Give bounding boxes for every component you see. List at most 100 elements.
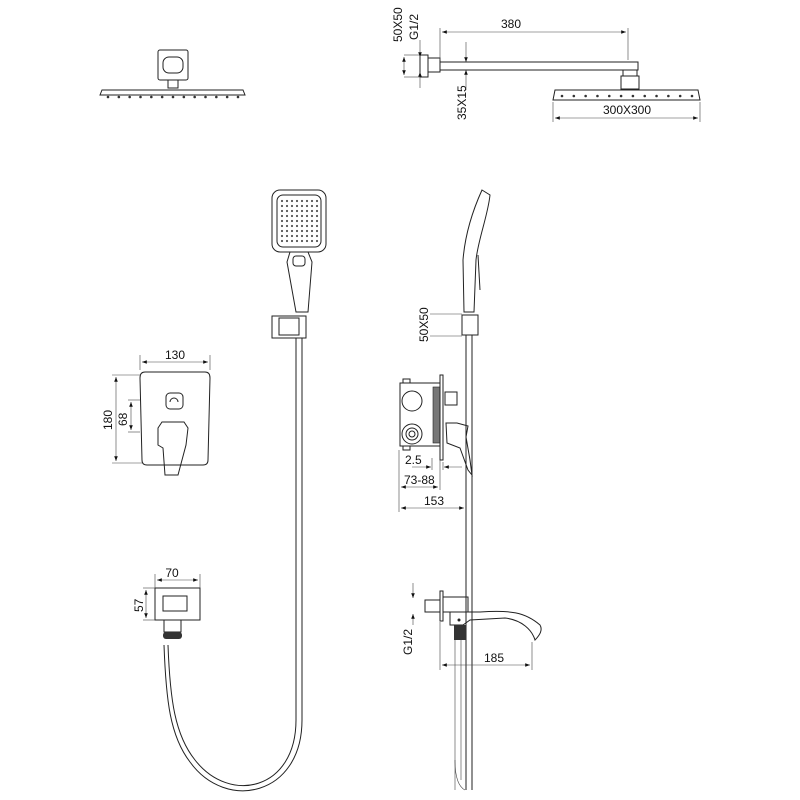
nozzle bbox=[596, 94, 599, 98]
nozzle bbox=[655, 94, 658, 98]
spray-hole bbox=[295, 199, 299, 203]
dim-total-depth: 153 bbox=[424, 494, 444, 508]
spray-hole bbox=[300, 204, 304, 208]
spray-hole bbox=[290, 219, 294, 223]
spray-hole bbox=[280, 214, 284, 218]
spray-hole bbox=[285, 219, 289, 223]
dim-head-size: 300X300 bbox=[603, 103, 651, 117]
spray-hole bbox=[300, 229, 304, 233]
spray-hole bbox=[305, 204, 309, 208]
spray-hole bbox=[290, 224, 294, 228]
spray-hole bbox=[285, 229, 289, 233]
spray-hole bbox=[280, 204, 284, 208]
spray-hole bbox=[315, 204, 319, 208]
nozzle bbox=[160, 95, 164, 99]
spray-hole bbox=[305, 199, 309, 203]
dim-mixer-height: 180 bbox=[101, 410, 115, 430]
dim-holder-size: 50X50 bbox=[417, 307, 431, 342]
spray-hole bbox=[295, 219, 299, 223]
nozzle bbox=[584, 94, 587, 98]
spray-hole bbox=[280, 219, 284, 223]
nozzle bbox=[236, 95, 240, 99]
nozzle bbox=[204, 95, 207, 99]
nozzle bbox=[215, 95, 218, 99]
dim-outlet-width: 70 bbox=[165, 566, 179, 580]
nozzle bbox=[139, 95, 142, 99]
spray-hole bbox=[280, 229, 284, 233]
rain-shower-side-view: 380 300X300 50X50 G1/2 35X15 bbox=[391, 7, 701, 122]
mixer-front-view: 130 180 68 bbox=[101, 348, 211, 476]
spray-hole bbox=[290, 199, 294, 203]
spray-hole bbox=[310, 204, 314, 208]
nozzle bbox=[667, 94, 670, 98]
nozzle bbox=[631, 94, 635, 98]
nozzle bbox=[678, 94, 682, 98]
nozzle bbox=[117, 95, 121, 99]
spray-hole bbox=[295, 204, 299, 208]
rain-shower-front-view bbox=[99, 49, 246, 99]
dim-arm-length: 380 bbox=[501, 17, 521, 31]
nozzle bbox=[193, 95, 196, 99]
spray-hole bbox=[300, 214, 304, 218]
spray-hole bbox=[305, 234, 309, 238]
spray-hole bbox=[280, 239, 284, 243]
spray-hole bbox=[310, 214, 314, 218]
spray-hole bbox=[305, 209, 309, 213]
hand-shower-front-view bbox=[163, 189, 327, 792]
spray-hole bbox=[280, 234, 284, 238]
spray-hole bbox=[285, 234, 289, 238]
nozzle bbox=[690, 94, 694, 98]
spray-hole bbox=[285, 199, 289, 203]
system-side-view: 50X50 2.5 73-88 153 185 G1/2 bbox=[398, 189, 542, 791]
spray-hole bbox=[295, 229, 299, 233]
nozzle bbox=[225, 95, 229, 99]
spray-hole bbox=[315, 239, 319, 243]
nozzle bbox=[128, 95, 131, 99]
spray-hole bbox=[285, 224, 289, 228]
wall-outlet-view: 70 57 bbox=[132, 566, 201, 639]
dim-box-depth: 73-88 bbox=[404, 473, 435, 487]
spray-hole bbox=[290, 239, 294, 243]
spray-hole bbox=[280, 199, 284, 203]
spray-hole bbox=[285, 239, 289, 243]
dim-flange-top: 50X50 bbox=[391, 7, 405, 42]
nozzle bbox=[607, 94, 611, 98]
spray-hole bbox=[295, 234, 299, 238]
dim-outlet-height: 57 bbox=[132, 598, 146, 612]
nozzle bbox=[150, 95, 153, 99]
spray-hole bbox=[315, 214, 319, 218]
nozzle bbox=[106, 95, 110, 99]
spray-hole bbox=[300, 199, 304, 203]
spray-hole bbox=[280, 224, 284, 228]
spray-hole bbox=[300, 234, 304, 238]
spray-hole bbox=[285, 209, 289, 213]
spray-hole bbox=[285, 214, 289, 218]
spray-hole bbox=[300, 239, 304, 243]
spray-hole bbox=[290, 214, 294, 218]
spray-hole bbox=[310, 234, 314, 238]
dim-thread-top: G1/2 bbox=[407, 14, 421, 40]
spray-hole bbox=[305, 214, 309, 218]
spray-hole bbox=[315, 219, 319, 223]
spray-hole bbox=[295, 239, 299, 243]
spray-hole bbox=[300, 219, 304, 223]
spray-hole bbox=[290, 204, 294, 208]
dim-mixer-width: 130 bbox=[165, 348, 185, 362]
dim-arm-section: 35X15 bbox=[455, 85, 469, 120]
spray-hole bbox=[290, 234, 294, 238]
nozzle bbox=[182, 95, 186, 99]
spray-hole bbox=[315, 199, 319, 203]
nozzle bbox=[572, 94, 576, 98]
spray-hole bbox=[300, 224, 304, 228]
spray-hole bbox=[310, 229, 314, 233]
spray-hole bbox=[305, 239, 309, 243]
spray-hole bbox=[290, 209, 294, 213]
nozzle bbox=[560, 94, 564, 98]
spray-hole bbox=[295, 209, 299, 213]
dim-thread-spout: G1/2 bbox=[401, 629, 415, 655]
spray-hole bbox=[315, 209, 319, 213]
spray-hole bbox=[315, 229, 319, 233]
spray-hole bbox=[285, 204, 289, 208]
spray-hole bbox=[310, 199, 314, 203]
